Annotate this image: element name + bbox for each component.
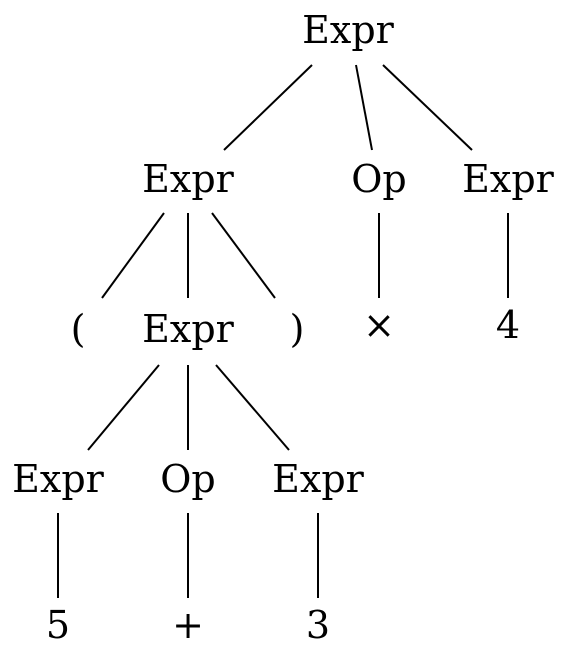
node-inner-right-expr: Expr (272, 457, 364, 501)
node-times-symbol: × (363, 303, 395, 347)
edge-left-expr-open-paren (101, 212, 165, 299)
node-three: 3 (306, 603, 330, 647)
edge-inner-expr-left (87, 364, 160, 451)
edge-root-operator (355, 64, 373, 151)
node-operator: Op (351, 157, 406, 201)
node-five: 5 (46, 603, 70, 647)
edge-left-expr-close-paren (211, 212, 276, 299)
node-inner-operator: Op (160, 457, 215, 501)
node-inner-left-expr: Expr (12, 457, 104, 501)
node-four: 4 (496, 303, 520, 347)
node-close-paren: ) (290, 307, 305, 351)
node-right-expr: Expr (462, 157, 554, 201)
edge-root-right-expr (382, 64, 473, 151)
node-left-expr: Expr (142, 157, 234, 201)
edge-root-left-expr (223, 64, 313, 151)
edge-inner-expr-right (215, 364, 290, 451)
node-root-expr: Expr (302, 8, 394, 52)
node-plus-symbol: + (172, 603, 204, 647)
node-open-paren: ( (71, 307, 86, 351)
node-inner-expr: Expr (142, 307, 234, 351)
